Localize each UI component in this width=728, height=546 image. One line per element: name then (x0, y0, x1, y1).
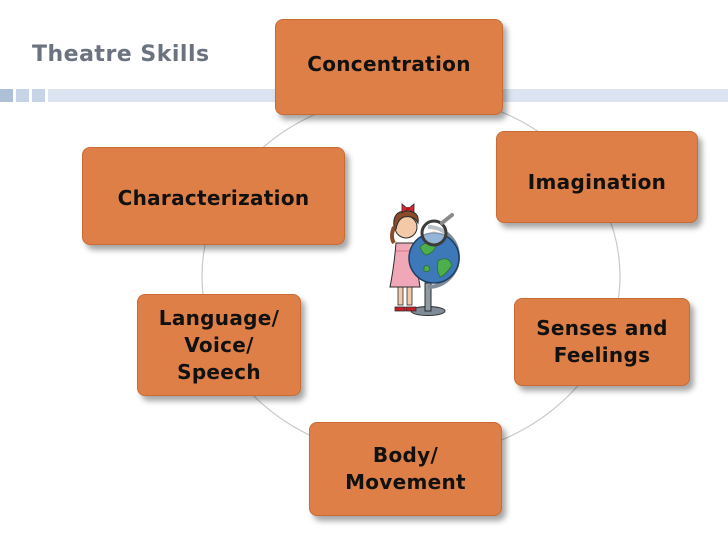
node-concentration: Concentration (275, 19, 503, 115)
slide-title: Theatre Skills (32, 42, 210, 67)
node-characterization: Characterization (82, 147, 345, 245)
girl-with-globe-clipart (389, 203, 460, 316)
node-body-movement: Body/ Movement (309, 422, 502, 516)
node-imagination: Imagination (496, 131, 698, 223)
node-language-voice-speech: Language/ Voice/ Speech (137, 294, 301, 396)
node-senses-and-feelings: Senses and Feelings (514, 298, 690, 386)
